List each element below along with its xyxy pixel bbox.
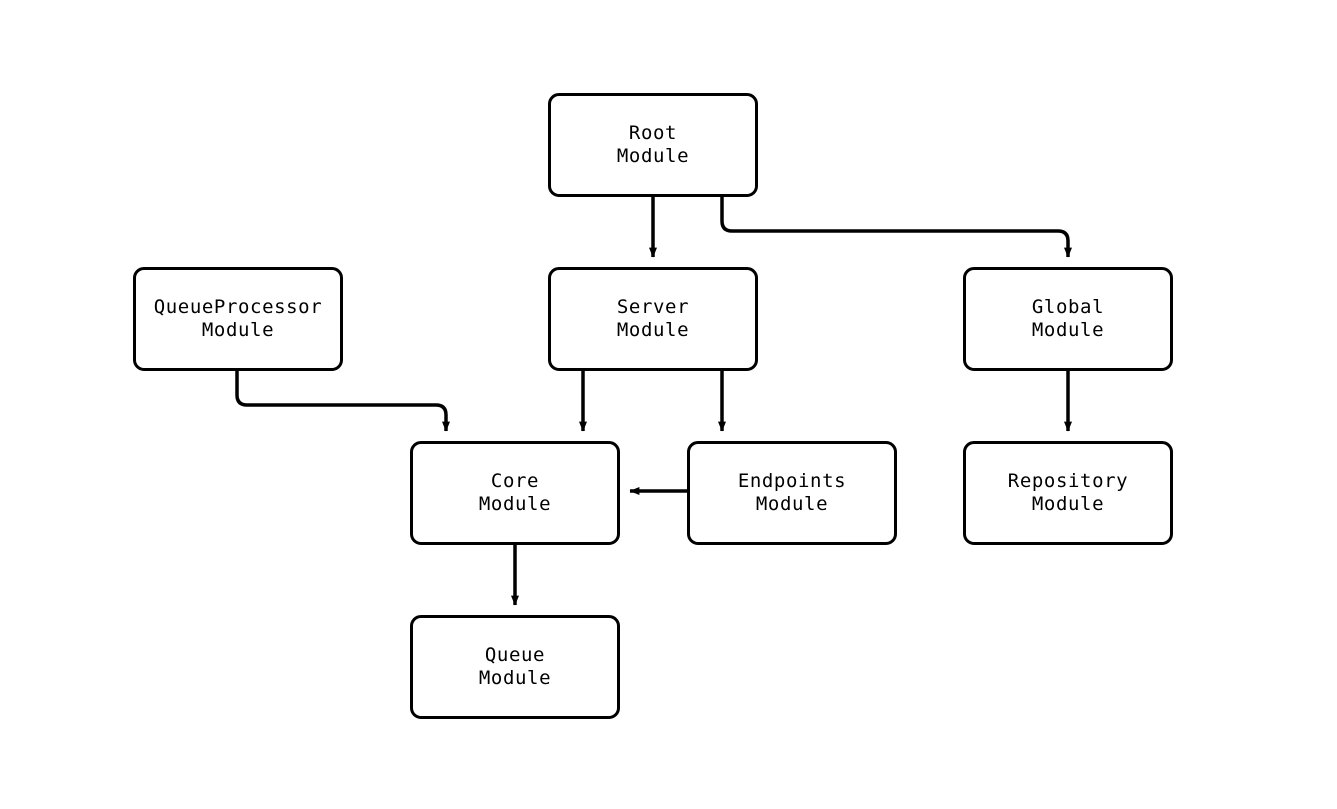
node-label-line1: QueueProcessor [153, 296, 323, 318]
node-label-line2: Module [616, 319, 690, 341]
node-root-module[interactable]: Root Module [548, 93, 758, 197]
node-label-line2: Module [201, 319, 275, 341]
node-queue-module[interactable]: Queue Module [410, 615, 620, 719]
node-label-line2: Module [478, 667, 552, 689]
node-label-line1: Endpoints [737, 470, 847, 492]
node-label-line1: Core [490, 470, 540, 492]
node-endpoints-module[interactable]: Endpoints Module [687, 441, 897, 545]
node-label-line1: Root [628, 122, 678, 144]
node-label-line1: Server [616, 296, 690, 318]
node-label-line2: Module [755, 493, 829, 515]
node-label-line2: Module [478, 493, 552, 515]
node-global-module[interactable]: Global Module [963, 267, 1173, 371]
node-core-module[interactable]: Core Module [410, 441, 620, 545]
node-label-line2: Module [1031, 319, 1105, 341]
node-label-line1: Global [1031, 296, 1105, 318]
edge-queueprocessor-to-core [235, 371, 450, 432]
node-label-line1: Repository [1007, 470, 1129, 492]
node-server-module[interactable]: Server Module [548, 267, 758, 371]
node-queueprocessor-module[interactable]: QueueProcessor Module [133, 267, 343, 371]
node-repository-module[interactable]: Repository Module [963, 441, 1173, 545]
node-label-line1: Queue [484, 644, 546, 666]
node-label-line2: Module [1031, 493, 1105, 515]
node-label-line2: Module [616, 145, 690, 167]
edge-root-to-global [720, 197, 1072, 258]
